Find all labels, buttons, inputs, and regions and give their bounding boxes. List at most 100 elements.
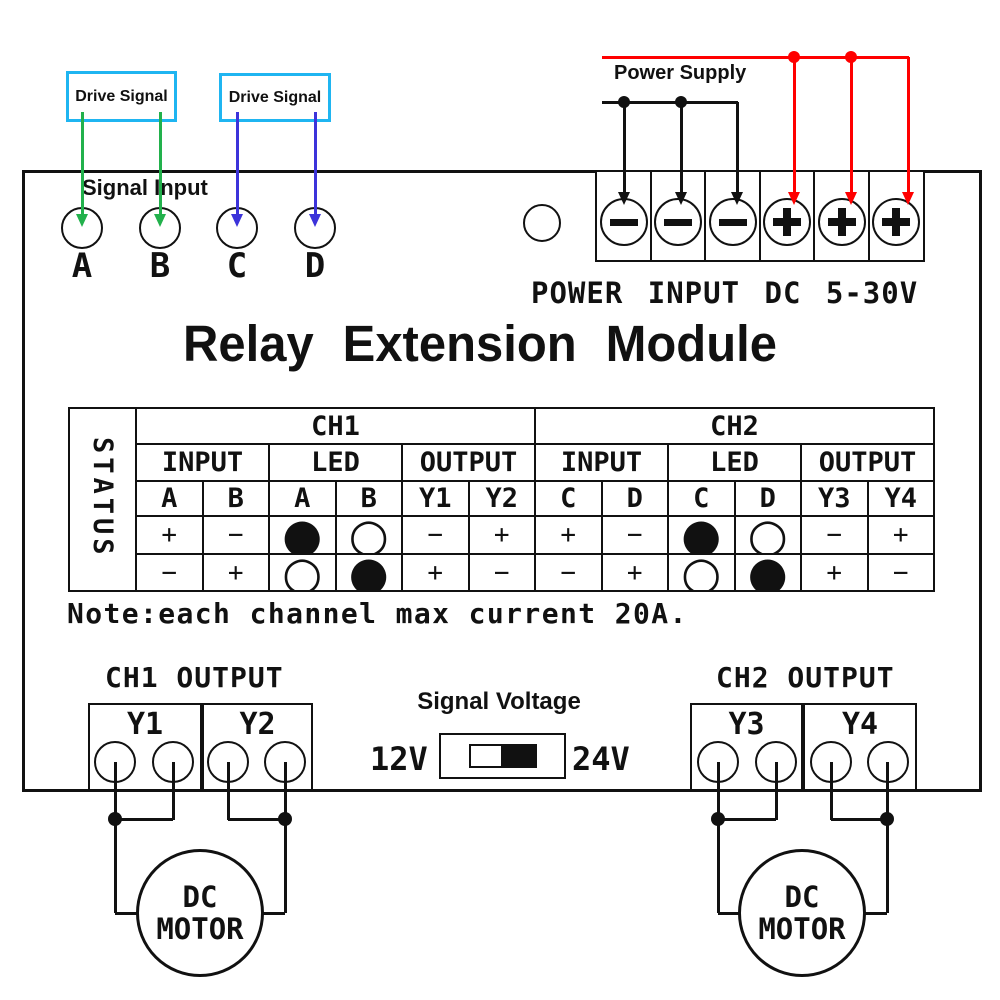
- status-cell: −: [600, 515, 669, 555]
- module-outline: [22, 170, 982, 792]
- led-indicator: ○: [667, 553, 736, 592]
- motor-text: MOTOR: [156, 912, 244, 946]
- led-indicator: ○: [733, 515, 802, 555]
- motor-text: MOTOR: [758, 912, 846, 946]
- voltage-switch: [439, 733, 566, 779]
- plus-icon: [773, 208, 801, 236]
- wire-power-positive: [792, 57, 796, 194]
- led-indicator: ●: [268, 515, 337, 555]
- wire-motor1: [283, 762, 287, 913]
- signal-input-label: Signal Input: [82, 175, 208, 200]
- wire-motor2: [829, 762, 833, 820]
- power-terminal-positive: [813, 170, 870, 262]
- relay-label: Y1: [126, 707, 164, 742]
- status-cell: +: [401, 553, 470, 592]
- wire-power-positive: [602, 55, 909, 59]
- group-header: LED: [667, 443, 802, 482]
- col-header: C: [534, 480, 603, 517]
- wire-motor1: [115, 911, 141, 915]
- wire-motor1: [113, 762, 117, 913]
- status-cell: −: [866, 553, 935, 592]
- drive-signal-label: Drive Signal: [228, 88, 322, 106]
- wire-motor2: [718, 817, 776, 821]
- arrowhead-down-icon: [731, 192, 743, 205]
- status-cell: +: [534, 515, 603, 555]
- relay-box-y3: Y3: [690, 703, 803, 792]
- arrowhead-down-icon: [618, 192, 630, 205]
- dc-motor-2: DC MOTOR: [738, 849, 866, 977]
- minus-icon: [609, 218, 638, 226]
- wire-motor1: [228, 817, 285, 821]
- power-terminal-negative: [704, 170, 761, 262]
- wire-motor1: [226, 762, 230, 820]
- signal-voltage-label: Signal Voltage: [417, 688, 581, 715]
- minus-icon: [718, 218, 747, 226]
- wire-motor2: [774, 762, 778, 820]
- power-input-label: POWER INPUT DC 5-30V: [531, 276, 919, 310]
- led-indicator: ○: [268, 553, 337, 592]
- option-24v: 24V: [572, 740, 630, 778]
- power-terminal-positive: [867, 170, 925, 262]
- drive-signal-box-1: Drive Signal: [66, 71, 177, 122]
- option-12v: 12V: [370, 740, 428, 778]
- led-indicator: ●: [334, 553, 403, 592]
- group-header: OUTPUT: [401, 443, 536, 482]
- relay-box-y4: Y4: [803, 703, 917, 792]
- col-header: D: [600, 480, 669, 517]
- switch-position-24v: [503, 744, 537, 768]
- wire-drive-a: [80, 112, 84, 216]
- power-terminal-negative: [649, 170, 707, 262]
- col-header: D: [733, 480, 802, 517]
- wire-motor1: [115, 817, 173, 821]
- status-cell: −: [800, 515, 869, 555]
- status-cell: +: [467, 515, 536, 555]
- col-header: Y1: [401, 480, 470, 517]
- col-header: A: [135, 480, 204, 517]
- wire-motor2: [831, 817, 887, 821]
- status-cell: −: [201, 515, 270, 555]
- group-header: OUTPUT: [800, 443, 935, 482]
- relay-label: Y2: [239, 707, 276, 742]
- status-table: STATUS CH1 CH2 INPUT LED OUTPUT INPUT LE…: [68, 407, 935, 592]
- col-header: Y2: [467, 480, 536, 517]
- col-header: A: [268, 480, 337, 517]
- drive-signal-label: Drive Signal: [75, 87, 168, 105]
- arrowhead-down-icon: [675, 192, 687, 205]
- status-cell: +: [866, 515, 935, 555]
- arrowhead-down-icon: [76, 214, 88, 227]
- wire-motor1: [171, 762, 175, 820]
- status-cell: −: [467, 553, 536, 592]
- status-cell: +: [135, 515, 204, 555]
- terminal-letter: A: [71, 246, 93, 286]
- switch-position-12v: [469, 744, 503, 768]
- terminal-letter: D: [304, 246, 326, 286]
- wire-motor2: [885, 762, 889, 913]
- wire-power-positive: [906, 57, 910, 194]
- arrowhead-down-icon: [154, 214, 166, 227]
- wire-motor2: [718, 911, 742, 915]
- wire-motor1: [259, 911, 285, 915]
- relay-box-y2: Y2: [202, 703, 313, 792]
- power-terminal-block: [595, 170, 925, 262]
- status-cell: −: [135, 553, 204, 592]
- wire-motor2: [716, 762, 720, 913]
- col-header: C: [667, 480, 736, 517]
- col-header: B: [201, 480, 270, 517]
- motor-text: DC: [784, 880, 820, 914]
- power-terminal-positive: [758, 170, 816, 262]
- relay-box-y1: Y1: [88, 703, 202, 792]
- led-indicator: ○: [334, 515, 403, 555]
- wire-power-positive: [849, 57, 853, 194]
- terminal-letter: C: [226, 246, 248, 286]
- status-cell: −: [401, 515, 470, 555]
- minus-icon: [664, 218, 692, 226]
- status-cell: −: [534, 553, 603, 592]
- input-terminal-c: [216, 207, 258, 249]
- ch1-header: CH1: [135, 407, 536, 445]
- status-row-header: STATUS: [68, 407, 137, 592]
- wire-drive-b: [158, 112, 162, 216]
- plus-icon: [827, 208, 856, 236]
- plus-icon: [882, 208, 910, 236]
- col-header: Y4: [866, 480, 935, 517]
